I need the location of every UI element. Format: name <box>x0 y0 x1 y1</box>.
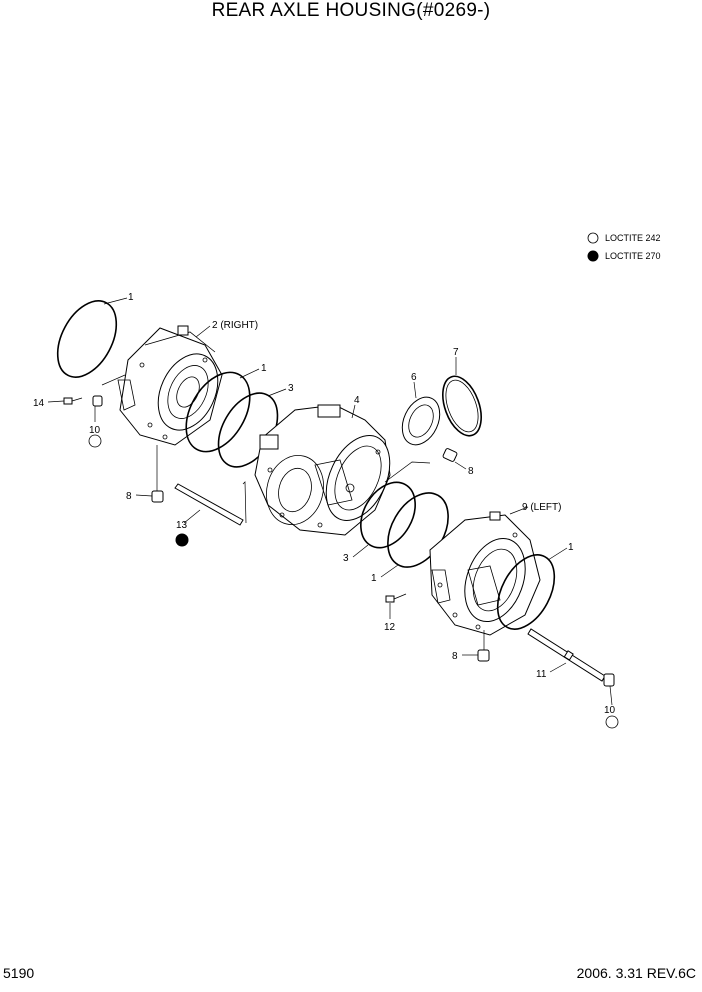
loctite-242-marker-10-upper <box>88 434 102 448</box>
snap-ring-part-7 <box>442 375 482 437</box>
nut-part-10-lower <box>603 673 619 729</box>
callout-8-center: 8 <box>468 466 474 477</box>
callout-9-left: 9 (LEFT) <box>522 502 561 513</box>
loctite-242-symbol <box>587 232 599 244</box>
page-title: REAR AXLE HOUSING(#0269-) <box>211 0 491 21</box>
legend: LOCTITE 242 LOCTITE 270 <box>587 232 661 262</box>
callout-2-right: 2 (RIGHT) <box>212 320 258 331</box>
o-ring-1-right <box>185 371 251 453</box>
right-housing-part-2 <box>117 325 223 446</box>
page-number: 5190 <box>3 965 35 981</box>
seal-part-6 <box>401 396 441 446</box>
stud-part-13 <box>174 483 244 547</box>
bolt-part-14 <box>63 397 83 405</box>
callout-11: 11 <box>536 669 547 680</box>
legend-label-loctite-242: LOCTITE 242 <box>605 233 661 243</box>
callout-3-left: 3 <box>343 553 349 564</box>
legend-label-loctite-270: LOCTITE 270 <box>605 251 661 261</box>
callout-4: 4 <box>354 395 360 406</box>
callout-1-upper: 1 <box>128 292 134 303</box>
loctite-270-symbol <box>587 250 599 262</box>
callout-1-lower: 1 <box>568 542 574 553</box>
center-axle-housing-part-4 <box>254 404 391 536</box>
callout-6: 6 <box>411 372 417 383</box>
callout-1-right: 1 <box>261 363 267 374</box>
left-housing-part-9 <box>429 511 541 636</box>
bolt-part-12 <box>385 593 407 603</box>
o-ring-1-upper <box>56 300 118 378</box>
callout-13: 13 <box>176 520 188 531</box>
o-ring-1-lower <box>496 554 556 630</box>
callout-12: 12 <box>384 622 396 633</box>
bushing-part-10-upper <box>88 395 103 448</box>
callout-10-upper: 10 <box>89 425 101 436</box>
callout-7: 7 <box>453 347 459 358</box>
callout-3-right: 3 <box>288 383 294 394</box>
callout-labels: 1 2 (RIGHT) 1 3 4 6 7 14 10 8 13 8 9 (LE… <box>33 292 616 716</box>
callout-1-left: 1 <box>371 573 377 584</box>
o-ring-3-left <box>360 481 416 549</box>
plug-part-8-bottom <box>477 630 490 662</box>
leader-lines <box>47 297 613 706</box>
callout-10-lower: 10 <box>604 705 616 716</box>
plug-part-8-center <box>442 448 458 462</box>
callout-8-left: 8 <box>126 491 132 502</box>
loctite-242-marker-10-lower <box>605 715 619 729</box>
callout-8-bottom: 8 <box>452 651 458 662</box>
revision-date: 2006. 3.31 REV.6C <box>576 965 696 981</box>
loctite-270-marker-13 <box>175 533 189 547</box>
plug-part-8-left <box>151 445 164 503</box>
callout-14: 14 <box>33 398 45 409</box>
